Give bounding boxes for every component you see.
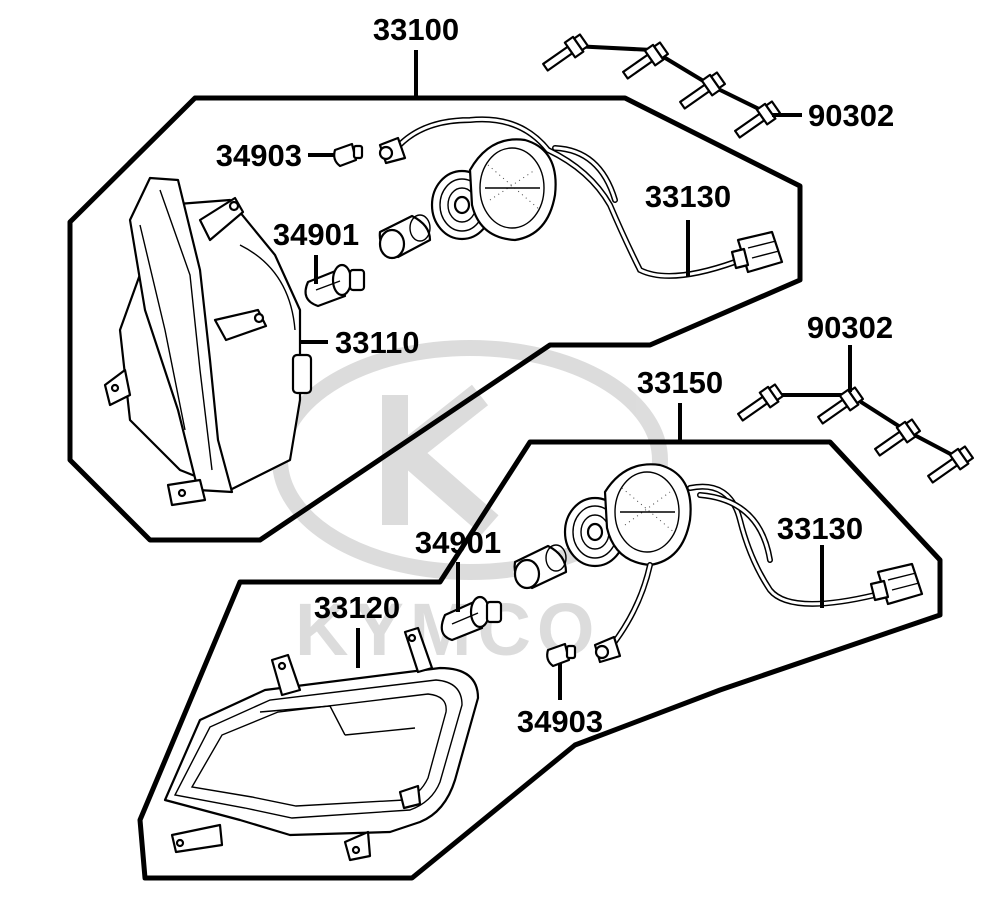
label-upper-90302: 90302 (808, 98, 894, 133)
upper-wiring-harness (378, 116, 784, 279)
label-upper-34901: 34901 (273, 217, 359, 252)
lower-bulb-sleeve (513, 544, 568, 590)
label-upper-33130: 33130 (645, 179, 731, 214)
label-33150: 33150 (637, 365, 723, 400)
upper-bulb-sleeve (378, 214, 432, 260)
label-lower-90302: 90302 (807, 310, 893, 345)
label-33100: 33100 (373, 12, 459, 47)
label-lower-34901: 34901 (415, 525, 501, 560)
label-lower-33130: 33130 (777, 511, 863, 546)
upper-small-bulb (333, 142, 364, 168)
upper-bolt-set (542, 33, 782, 139)
upper-socket-cup (468, 138, 557, 242)
label-33110: 33110 (335, 325, 420, 360)
upper-main-bulb (304, 263, 366, 308)
label-upper-34903: 34903 (216, 138, 302, 173)
label-33120: 33120 (314, 590, 400, 625)
lower-bolt-set (737, 383, 975, 484)
lower-socket-cup (603, 463, 692, 567)
kymco-watermark: KYMCO (272, 340, 668, 671)
lower-wiring-harness (593, 483, 924, 664)
lower-assembly-frame (137, 439, 943, 881)
label-lower-34903: 34903 (517, 704, 603, 739)
upper-assembly-frame (67, 95, 803, 543)
lower-small-bulb (546, 642, 577, 668)
lower-main-bulb (440, 595, 503, 642)
lower-headlight-lens-housing (163, 626, 480, 862)
upper-headlight-housing (103, 176, 313, 507)
